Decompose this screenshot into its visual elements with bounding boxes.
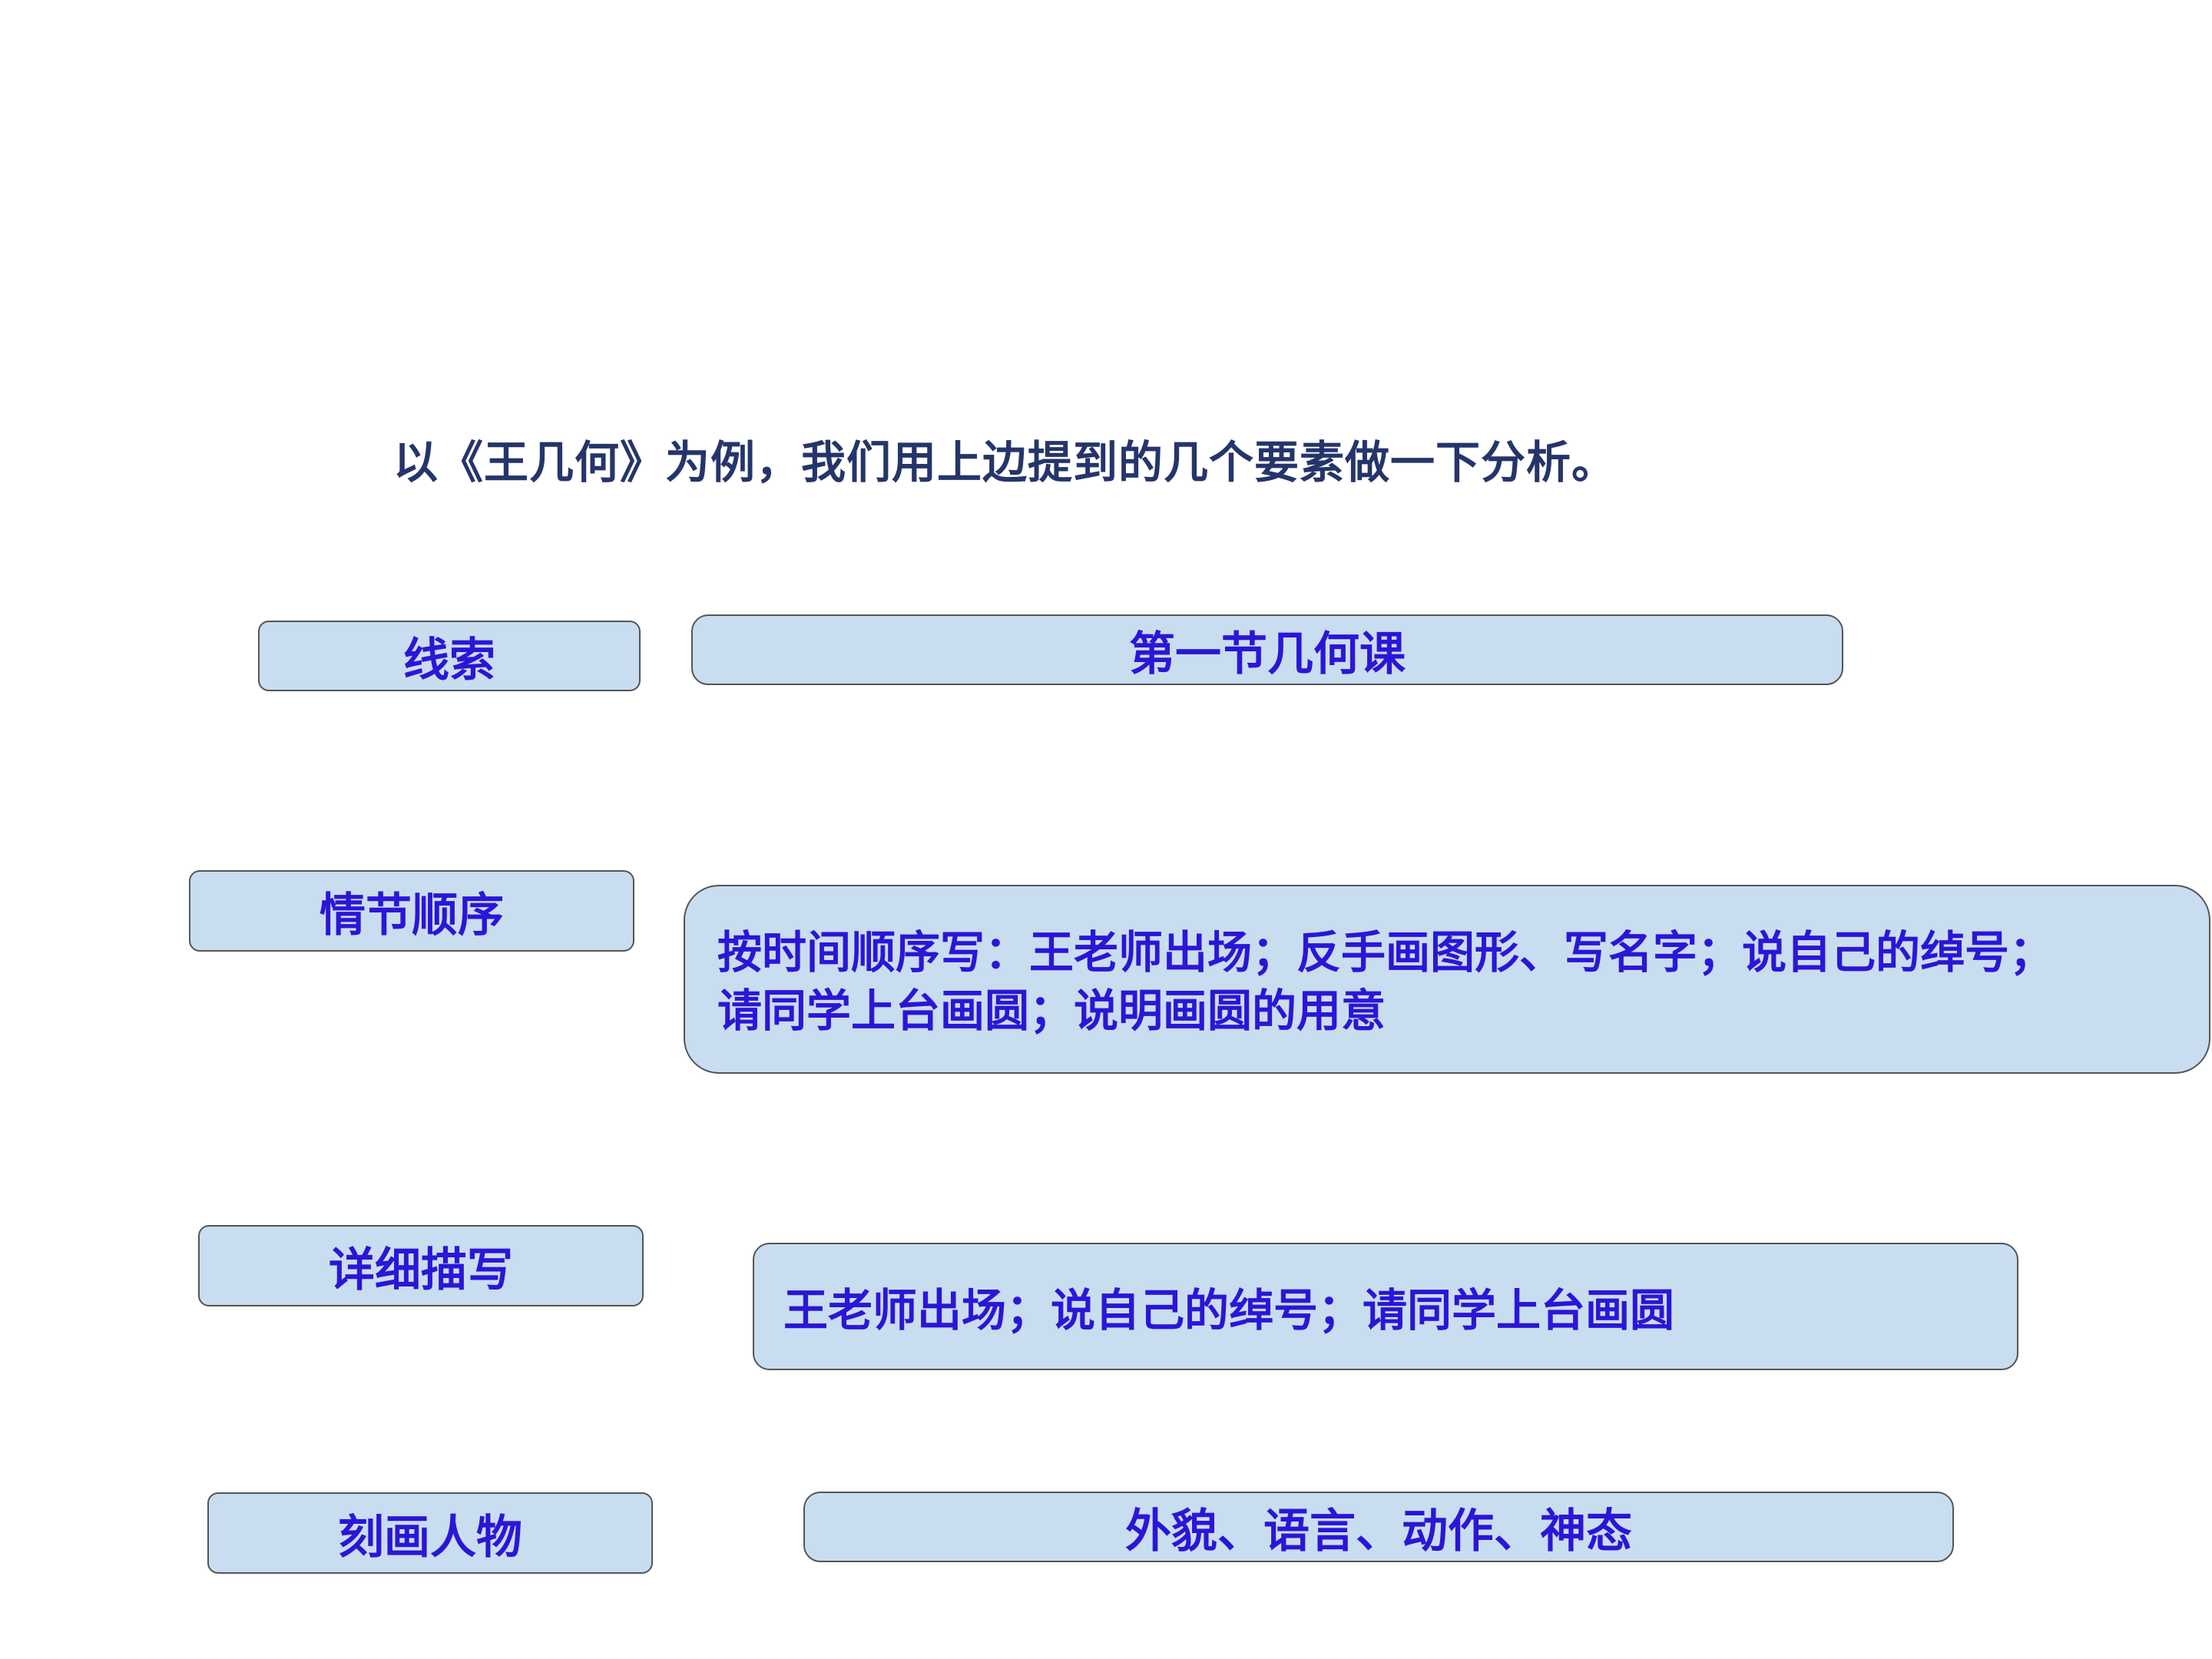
content-plot-order: 按时间顺序写：王老师出场；反手画图形、写名字；说自己的绰号； 请同学上台画圆；说… [684, 885, 2210, 1074]
label-characterization: 刻画人物 [207, 1492, 653, 1574]
label-plot-order: 情节顺序 [189, 870, 634, 952]
label-plot-order-text: 情节顺序 [320, 888, 504, 942]
content-detailed-description-text: 王老师出场；说自己的绰号；请同学上台画圆 [783, 1284, 1675, 1336]
content-detailed-description: 王老师出场；说自己的绰号；请同学上台画圆 [753, 1243, 2018, 1370]
content-clue-text: 第一节几何课 [1129, 627, 1406, 681]
content-characterization-text: 外貌、语言、动作、神态 [1125, 1504, 1632, 1558]
content-plot-order-lines: 按时间顺序写：王老师出场；反手画图形、写名字；说自己的绰号； 请同学上台画圆；说… [717, 923, 2054, 1040]
content-plot-order-line-2: 请同学上台画圆；说明画圆的用意 [717, 985, 1386, 1037]
label-clue-text: 线索 [403, 633, 495, 687]
content-plot-order-line-1: 按时间顺序写：王老师出场；反手画图形、写名字；说自己的绰号； [717, 926, 2055, 979]
content-clue: 第一节几何课 [691, 614, 1843, 685]
label-clue: 线索 [258, 621, 641, 691]
label-characterization-text: 刻画人物 [338, 1510, 522, 1565]
page-title: 以《王几何》为例，我们用上边提到的几个要素做一下分析。 [393, 436, 1618, 488]
label-detailed-description-text: 详细描写 [329, 1243, 513, 1297]
label-detailed-description: 详细描写 [198, 1225, 644, 1306]
content-characterization: 外貌、语言、动作、神态 [803, 1492, 1954, 1562]
